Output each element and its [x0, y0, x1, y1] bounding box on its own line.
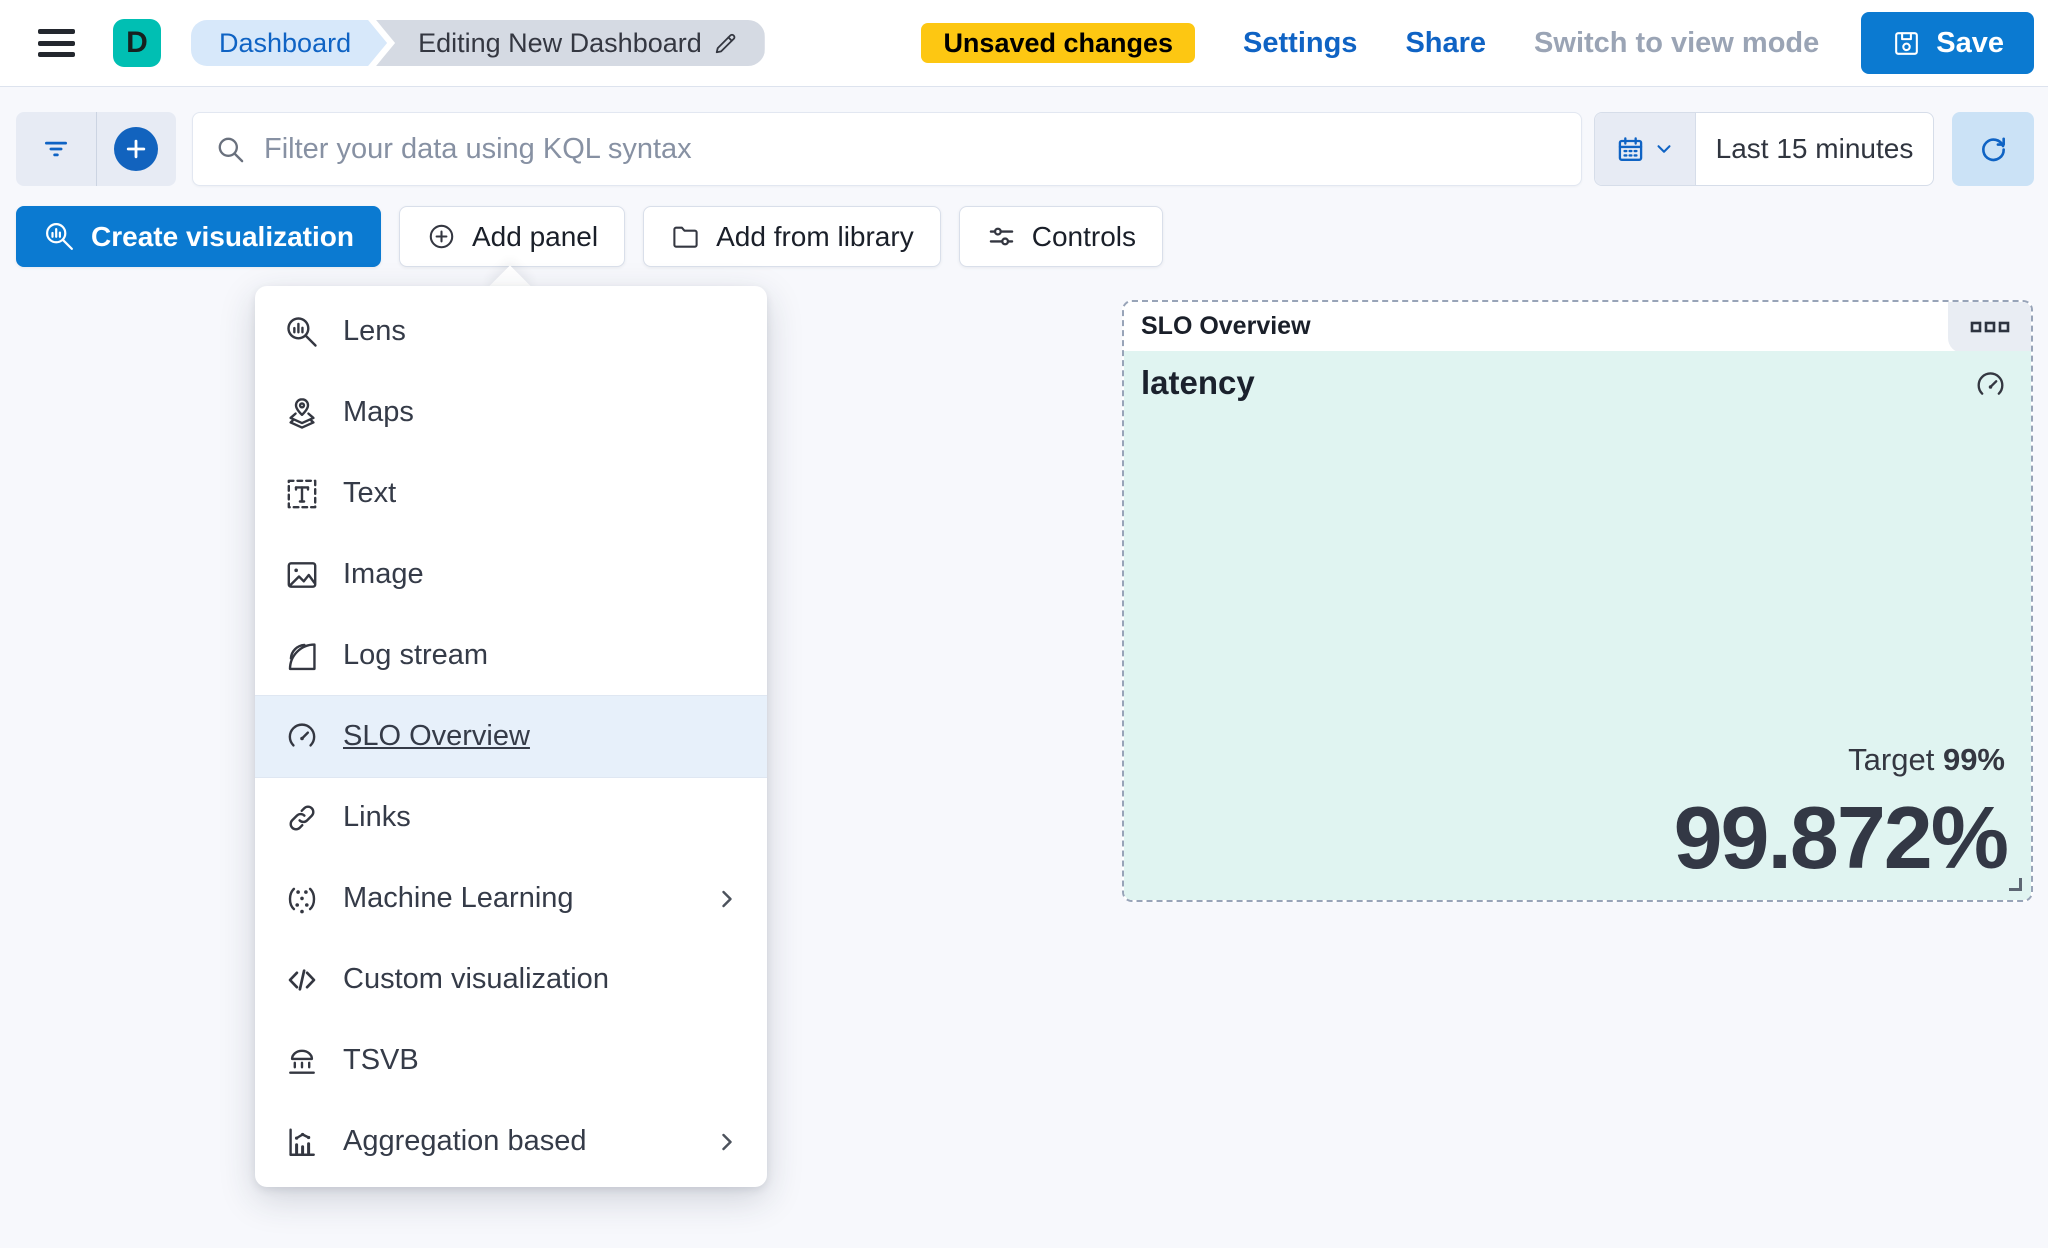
menu-item-links[interactable]: Links: [255, 777, 767, 858]
panel-title: SLO Overview: [1141, 312, 1311, 340]
folder-icon: [670, 221, 701, 252]
slo-target-label: Target: [1848, 742, 1935, 777]
machine-learning-icon: [284, 881, 320, 917]
time-range-value[interactable]: Last 15 minutes: [1715, 133, 1914, 164]
header-actions: Unsaved changes Settings Share Switch to…: [921, 12, 2048, 74]
slo-panel-body: latency Target 99% 99.872%: [1124, 351, 2031, 900]
add-filter-circle: [114, 127, 159, 171]
lens-icon: [284, 314, 320, 350]
menu-item-tsvb[interactable]: TSVB: [255, 1020, 767, 1101]
slo-overview-panel[interactable]: SLO Overview latency Target 99% 99.872%: [1122, 300, 2033, 902]
create-visualization-button[interactable]: Create visualization: [16, 206, 381, 267]
unsaved-changes-badge: Unsaved changes: [921, 23, 1196, 63]
dashboard-toolbar: Create visualization Add panel Add from …: [16, 206, 1163, 267]
create-visualization-label: Create visualization: [91, 220, 354, 252]
refresh-button[interactable]: [1952, 112, 2034, 186]
link-icon: [284, 800, 320, 836]
panel-options-button[interactable]: [1948, 302, 2031, 353]
controls-button[interactable]: Controls: [958, 206, 1163, 267]
menu-item-image[interactable]: Image: [255, 534, 767, 615]
aggregation-icon: [284, 1124, 320, 1160]
add-panel-button[interactable]: Add panel: [398, 206, 626, 267]
slo-target-value: 99%: [1942, 742, 2005, 777]
menu-item-label: Log stream: [343, 639, 489, 671]
sliders-icon: [986, 221, 1017, 252]
add-from-library-label: Add from library: [716, 220, 914, 252]
save-button[interactable]: Save: [1861, 12, 2034, 74]
menu-item-label: Links: [343, 801, 411, 833]
breadcrumb-editing-new-dashboard[interactable]: Editing New Dashboard: [376, 20, 765, 66]
lens-icon: [43, 220, 76, 253]
slo-metric-name: latency: [1141, 364, 1255, 401]
plus-circle-icon: [426, 221, 457, 252]
menu-hamburger-icon[interactable]: [38, 29, 75, 57]
controls-label: Controls: [1031, 220, 1136, 252]
chevron-right-icon: [713, 885, 741, 913]
add-panel-label: Add panel: [471, 220, 599, 252]
breadcrumb-dashboard[interactable]: Dashboard: [191, 20, 387, 66]
menu-item-machine-learning[interactable]: Machine Learning: [255, 858, 767, 939]
menu-item-label: TSVB: [343, 1044, 419, 1076]
switch-view-mode-link[interactable]: Switch to view mode: [1534, 26, 1820, 59]
date-picker-calendar-button[interactable]: [1595, 113, 1696, 185]
add-filter-button[interactable]: [95, 112, 177, 186]
breadcrumb: Dashboard Editing New Dashboard: [191, 20, 765, 66]
slo-target: Target 99%: [1848, 742, 2005, 778]
maps-icon: [284, 395, 320, 431]
panel-resize-handle[interactable]: [2009, 878, 2022, 891]
menu-item-label: Machine Learning: [343, 882, 574, 914]
refresh-icon: [1977, 133, 2010, 166]
settings-link[interactable]: Settings: [1243, 26, 1358, 59]
log-stream-icon: [284, 638, 320, 674]
filter-icon: [40, 133, 72, 165]
gauge-icon: [1973, 368, 2008, 403]
boxes-horizontal-icon: [1969, 318, 2011, 338]
panel-header: SLO Overview: [1124, 302, 2031, 353]
save-icon: [1891, 28, 1922, 59]
menu-item-aggregation-based[interactable]: Aggregation based: [255, 1101, 767, 1182]
tsvb-icon: [284, 1043, 320, 1079]
gauge-icon: [284, 719, 320, 755]
text-icon: [284, 476, 320, 512]
save-button-label: Save: [1936, 26, 2004, 59]
breadcrumb-label: Editing New Dashboard: [418, 28, 702, 58]
calendar-icon: [1615, 134, 1646, 165]
menu-item-label: Text: [343, 477, 397, 509]
kql-search-input[interactable]: [264, 132, 1559, 166]
menu-item-text[interactable]: Text: [255, 453, 767, 534]
menu-item-label: Lens: [343, 315, 406, 347]
time-range-picker: Last 15 minutes: [1594, 112, 1934, 186]
menu-item-label: Aggregation based: [343, 1125, 587, 1157]
slo-value: 99.872%: [1673, 787, 2009, 887]
menu-item-log-stream[interactable]: Log stream: [255, 615, 767, 696]
menu-item-custom-visualization[interactable]: Custom visualization: [255, 939, 767, 1020]
edit-pencil-icon: [712, 30, 739, 57]
chevron-down-icon: [1653, 138, 1675, 160]
menu-item-maps[interactable]: Maps: [255, 372, 767, 453]
header-bar: D Dashboard Editing New Dashboard Unsave…: [0, 0, 2048, 87]
share-link[interactable]: Share: [1405, 26, 1487, 59]
kql-search-box: [192, 112, 1582, 186]
filter-button-group: [16, 112, 176, 186]
menu-item-label: Image: [343, 558, 424, 590]
space-avatar[interactable]: D: [113, 19, 161, 67]
plus-icon: [123, 136, 149, 162]
menu-item-label: Custom visualization: [343, 963, 609, 995]
query-bar: Last 15 minutes: [16, 112, 2034, 186]
image-icon: [284, 557, 320, 593]
menu-item-lens[interactable]: Lens: [255, 291, 767, 372]
add-from-library-button[interactable]: Add from library: [643, 206, 941, 267]
menu-item-label: SLO Overview: [343, 720, 530, 752]
chevron-right-icon: [713, 1128, 741, 1156]
filter-list-button[interactable]: [16, 112, 96, 186]
search-icon: [215, 134, 246, 165]
menu-item-slo-overview[interactable]: SLO Overview: [255, 696, 767, 777]
code-icon: [284, 962, 320, 998]
menu-item-label: Maps: [343, 396, 414, 428]
